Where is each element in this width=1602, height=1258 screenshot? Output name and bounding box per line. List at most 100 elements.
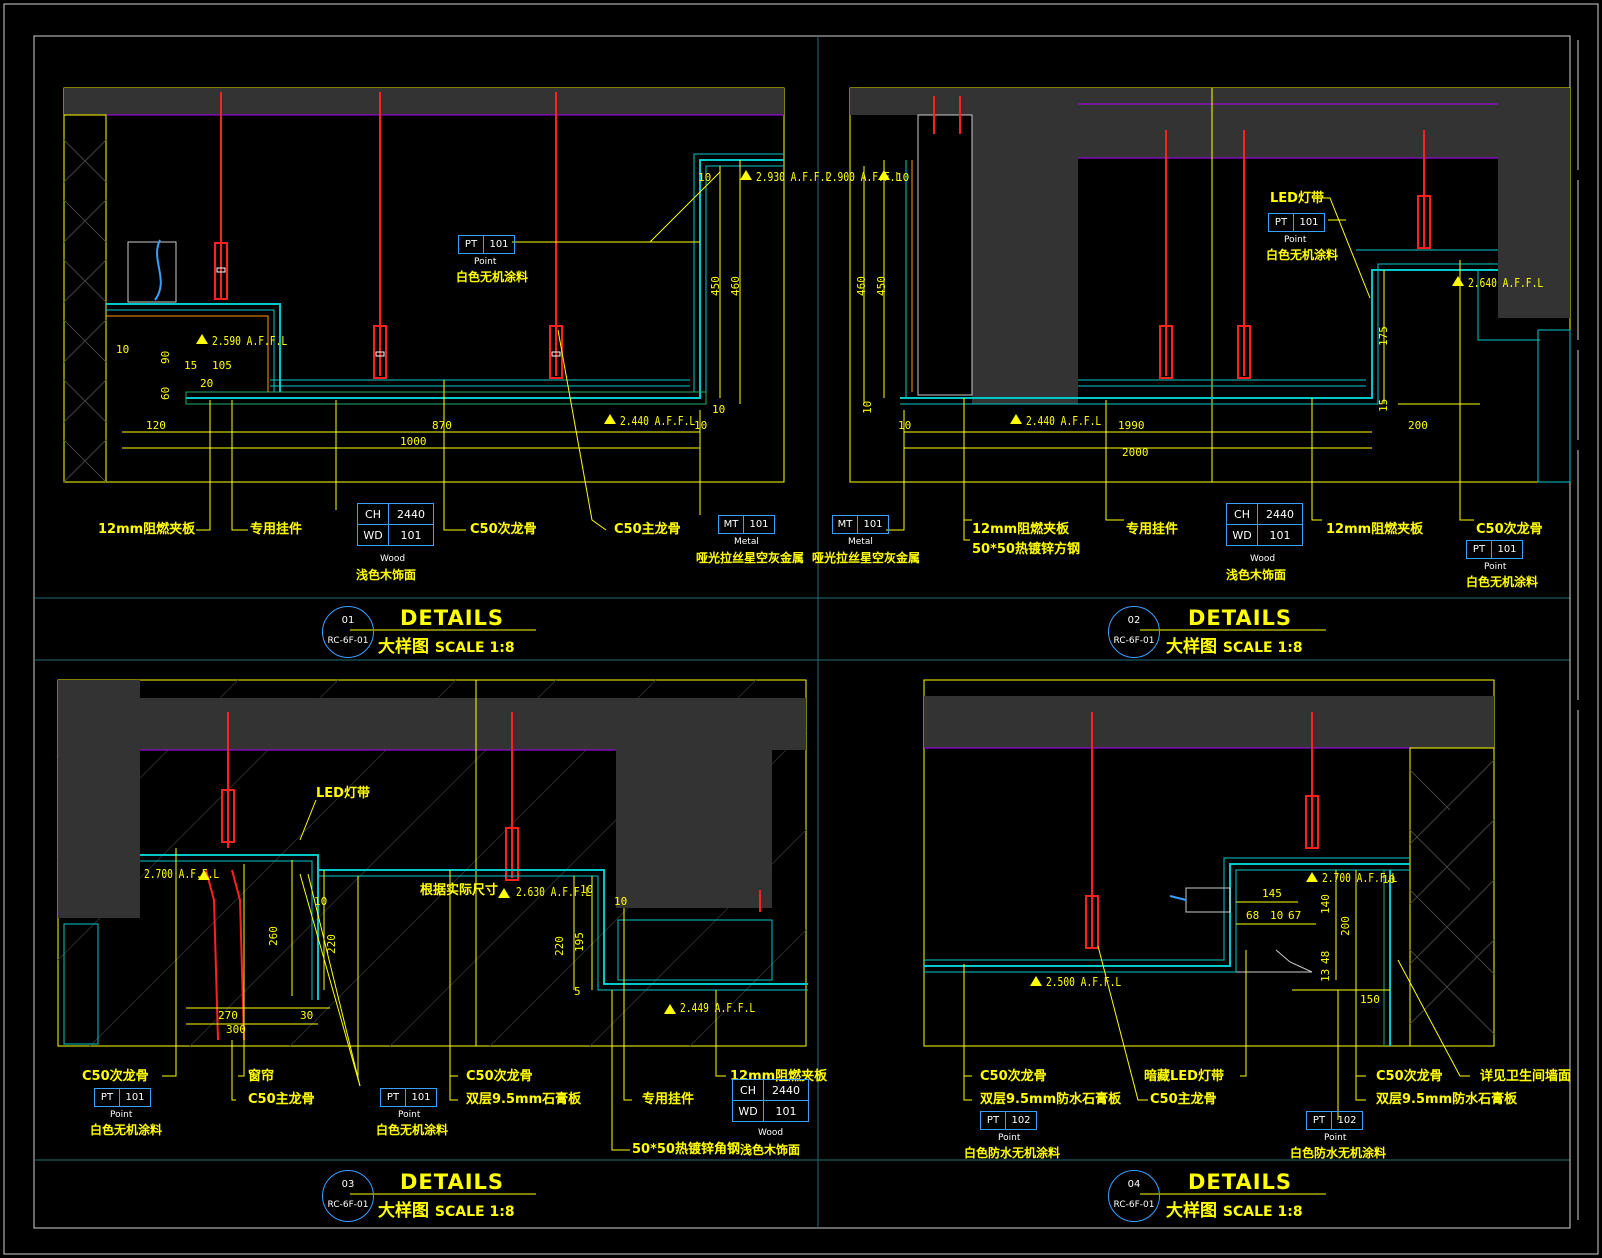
d4-pt-left-name: 白色防水无机涂料 [964, 1146, 1061, 1160]
d3-dim-9: 10 [614, 895, 628, 908]
d2-dim-6: 2000 [1122, 446, 1149, 459]
d2-ch-caption: Wood [1250, 554, 1276, 564]
d3-pt-mid-caption: Point [398, 1110, 421, 1120]
d2-dim-8: 175 [1377, 326, 1390, 346]
d3-elev-top: 2.700 A.F.F.L [144, 867, 220, 881]
d3-dim-2: 300 [226, 1023, 246, 1036]
d4-title: DETAILS [1188, 1170, 1293, 1194]
d3-label-gypsum: 双层9.5mm石膏板 [466, 1092, 582, 1107]
d4-elev-ceiling: 2.500 A.F.F.L [1046, 975, 1122, 989]
d1-dim-10: 460 [729, 276, 742, 296]
d4-scale: SCALE 1:8 [1222, 1204, 1303, 1220]
d2-mt-name: 哑光拉丝星空灰金属 [812, 551, 921, 565]
d1-dim-3: 105 [212, 359, 232, 372]
detail-02-drawing [849, 87, 1571, 541]
d3-pt-left-name: 白色无机涂料 [90, 1123, 163, 1137]
d2-pt-bottom-caption: Point [1484, 562, 1507, 572]
d3-label-secondary-keel-l: C50次龙骨 [82, 1069, 149, 1084]
d1-dim-1: 90 [159, 350, 172, 364]
d3-subtitle-cn: 大样图 [378, 1201, 429, 1221]
d1-ch-caption: Wood [380, 554, 406, 564]
d2-dim-7: 200 [1408, 419, 1428, 432]
d3-title: DETAILS [400, 1170, 505, 1194]
d4-label-hidden-led: 暗藏LED灯带 [1144, 1069, 1224, 1084]
d1-mt-caption: Metal [734, 537, 759, 547]
d4-pt-left-caption: Point [998, 1133, 1021, 1143]
d4-label-secondary-keel-r: C50次龙骨 [1376, 1069, 1443, 1084]
d4-label-main-keel: C50主龙骨 [1150, 1092, 1217, 1107]
d3-label-angle-steel: 50*50热镀锌角钢 [632, 1142, 740, 1157]
d3-label-main-keel: C50主龙骨 [248, 1092, 315, 1107]
d2-elev-right: 2.640 A.F.F.L [1468, 276, 1544, 290]
d1-dim-12: 10 [712, 403, 726, 416]
d1-dim-8: 1000 [400, 435, 427, 448]
d3-ch-caption: Wood [758, 1128, 784, 1138]
d3-label-hanger: 专用挂件 [642, 1092, 695, 1107]
d2-label-hanger: 专用挂件 [1126, 522, 1179, 537]
d3-pt-left-caption: Point [110, 1110, 133, 1120]
d4-label-bathroom-wall: 详见卫生间墙面 [1480, 1069, 1572, 1084]
d2-ch-name: 浅色木饰面 [1226, 568, 1287, 582]
d3-subtitle: 大样图 SCALE 1:8 [378, 1196, 515, 1221]
d4-dim-4: 140 [1319, 894, 1332, 914]
d3-dim-5: 220 [325, 934, 338, 954]
d1-mt-name: 哑光拉丝星空灰金属 [696, 551, 805, 565]
d2-dim-3: 10 [861, 400, 874, 414]
d4-dim-0: 145 [1262, 887, 1282, 900]
d2-elev-ceiling: 2.440 A.F.F.L [1026, 414, 1102, 428]
d2-pt-bottom-name: 白色无机涂料 [1466, 575, 1539, 589]
d1-label-main-keel: C50主龙骨 [614, 522, 681, 537]
d2-subtitle: 大样图 SCALE 1:8 [1166, 632, 1303, 657]
d4-pt-mid-caption: Point [1324, 1133, 1347, 1143]
d1-subtitle-cn: 大样图 [378, 637, 429, 657]
d1-dim-13: 10 [694, 419, 708, 432]
d4-dim-6: 13 [1319, 968, 1332, 982]
d1-dim-2: 15 [184, 359, 198, 372]
d3-dim-10: 5 [574, 985, 581, 998]
d2-pt-top-caption: Point [1284, 235, 1307, 245]
d2-label-steel: 50*50热镀锌方钢 [972, 542, 1080, 557]
d2-dim-4: 10 [898, 419, 912, 432]
d2-label-secondary-keel: C50次龙骨 [1476, 522, 1543, 537]
d3-label-curtain: 窗帘 [248, 1069, 275, 1084]
d4-dim-9: 10 [1382, 873, 1396, 886]
d3-dim-8: 195 [573, 932, 586, 952]
d1-label-plywood: 12mm阻燃夹板 [98, 522, 196, 537]
d2-dim-1: 460 [855, 276, 868, 296]
d2-title: DETAILS [1188, 606, 1293, 630]
d1-label-secondary-keel: C50次龙骨 [470, 522, 537, 537]
d1-dim-7: 870 [432, 419, 452, 432]
d2-dim-5: 1990 [1118, 419, 1145, 432]
d4-pt-mid-name: 白色防水无机涂料 [1290, 1146, 1387, 1160]
d3-elev-low: 2.449 A.F.F.L [680, 1001, 756, 1015]
detail-03-drawing [57, 679, 808, 1151]
d1-ch-name: 浅色木饰面 [356, 568, 417, 582]
d2-dim-9: 15 [1377, 398, 1390, 412]
d3-label-secondary-keel-r: C50次龙骨 [466, 1069, 533, 1084]
d1-pt-caption: Point [474, 257, 497, 267]
d3-scale: SCALE 1:8 [434, 1204, 515, 1220]
d3-dim-6: 10 [580, 883, 594, 896]
d1-dim-11: 10 [698, 171, 712, 184]
d1-elev-top: 2.930 A.F.F.L [756, 170, 832, 184]
d1-elev-ceiling: 2.440 A.F.F.L [620, 414, 696, 428]
d1-dim-0: 10 [116, 343, 130, 356]
d1-dim-4: 60 [159, 386, 172, 400]
d4-dim-3: 67 [1288, 909, 1302, 922]
d4-dim-5: 200 [1339, 916, 1352, 936]
d1-subtitle: 大样图 SCALE 1:8 [378, 632, 515, 657]
d4-subtitle: 大样图 SCALE 1:8 [1166, 1196, 1303, 1221]
d4-dim-8: 150 [1360, 993, 1380, 1006]
d3-dim-3: 30 [300, 1009, 314, 1022]
